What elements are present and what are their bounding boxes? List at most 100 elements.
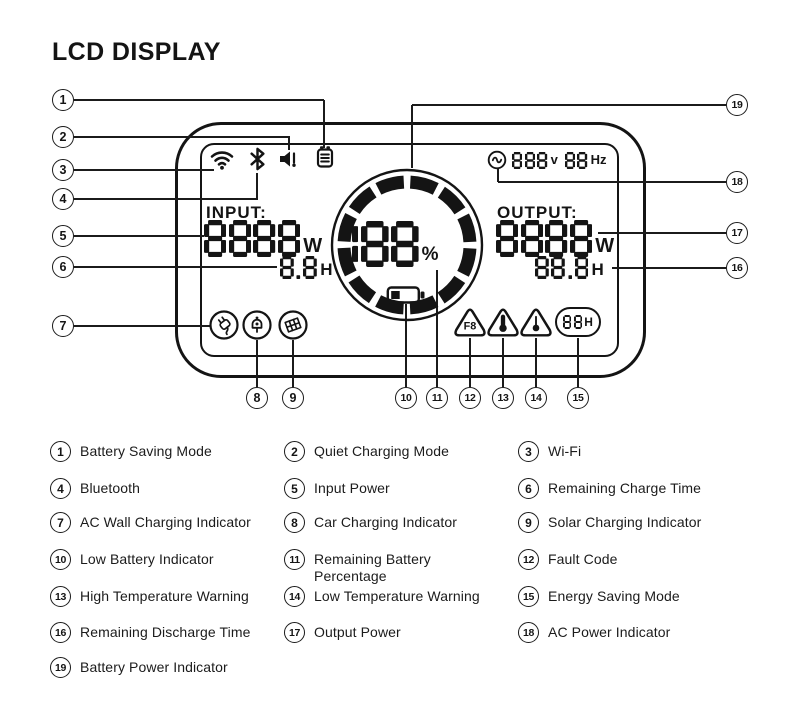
output-time-value [535, 256, 589, 279]
callout-5: 5 [52, 225, 74, 247]
wall-plug-icon [208, 309, 240, 341]
callout-line-1 [74, 99, 324, 101]
callout-13: 13 [492, 387, 514, 409]
low-temp-warning-icon [518, 307, 554, 338]
input-power-value [204, 220, 301, 257]
callout-line-5 [74, 235, 204, 237]
callout-7: 7 [52, 315, 74, 337]
fault-code-badge: F8 [452, 307, 488, 338]
battery-saving-icon [315, 145, 335, 169]
ac-voltage-value [512, 151, 548, 169]
callout-1: 1 [52, 89, 74, 111]
callout-17: 17 [726, 222, 748, 244]
energy-saving-unit: H [584, 315, 593, 329]
callout-10: 10 [395, 387, 417, 409]
callout-line-14 [535, 338, 537, 387]
callout-line-15 [577, 338, 579, 387]
callout-12: 12 [459, 387, 481, 409]
callout-11: 11 [426, 387, 448, 409]
battery-percent: % [352, 221, 439, 267]
output-time-unit: H [591, 260, 604, 279]
callout-line-8 [256, 340, 258, 387]
page-title: LCD DISPLAY [52, 38, 221, 66]
callout-4: 4 [52, 188, 74, 210]
input-time-unit: H [320, 260, 333, 279]
input-power: W [204, 220, 322, 257]
callout-14: 14 [525, 387, 547, 409]
callout-9: 9 [282, 387, 304, 409]
callout-16: 16 [726, 257, 748, 279]
callout-line-11 [436, 270, 438, 387]
callout-2: 2 [52, 126, 74, 148]
battery-percent-unit: % [421, 244, 439, 265]
callout-3: 3 [52, 159, 74, 181]
battery-percent-value [352, 221, 419, 267]
callout-line-7 [74, 325, 210, 327]
callout-line-18 [497, 169, 499, 182]
output-power: W [496, 220, 614, 257]
callout-line-4 [256, 173, 258, 200]
lcd-screen [200, 143, 619, 357]
solar-panel-icon [277, 309, 309, 341]
callout-line-17 [598, 232, 726, 234]
callout-line-3 [74, 169, 214, 171]
callout-8: 8 [246, 387, 268, 409]
ac-power-icon [487, 150, 507, 170]
callout-line-9 [292, 340, 294, 387]
energy-saving-badge: H [555, 307, 601, 337]
speaker-mute-icon [277, 148, 299, 170]
fault-code-text: F8 [464, 321, 477, 333]
callout-line-2 [74, 136, 290, 138]
callout-line-19 [412, 104, 726, 106]
car-charger-icon [241, 309, 273, 341]
high-temp-warning-icon [485, 307, 521, 338]
ac-freq-value [564, 151, 588, 169]
callout-line-4 [74, 198, 258, 200]
callout-line-18 [498, 181, 726, 183]
callout-line-10 [405, 304, 407, 387]
callout-line-2 [288, 137, 290, 150]
device-outline [175, 122, 646, 378]
output-label: OUTPUT: [497, 203, 578, 222]
energy-saving-digits [563, 315, 583, 329]
input-time: H [280, 256, 332, 279]
callout-line-6 [74, 266, 277, 268]
callout-line-1 [323, 100, 325, 148]
wifi-icon [209, 148, 235, 170]
output-power-value [496, 220, 593, 257]
callout-19: 19 [726, 94, 748, 116]
callout-line-19 [411, 105, 413, 168]
callout-line-16 [612, 267, 726, 269]
ac-freq-unit-label: Hz [590, 151, 607, 167]
input-time-value [280, 256, 318, 279]
low-battery-icon [386, 284, 426, 306]
ac-voltage-unit: v [550, 151, 558, 167]
callout-line-12 [469, 338, 471, 387]
bluetooth-icon [249, 146, 266, 172]
callout-15: 15 [567, 387, 589, 409]
callout-6: 6 [52, 256, 74, 278]
battery-gauge-ring [328, 166, 486, 324]
input-power-unit: W [303, 235, 323, 257]
callout-18: 18 [726, 171, 748, 193]
input-label: INPUT: [206, 203, 267, 222]
